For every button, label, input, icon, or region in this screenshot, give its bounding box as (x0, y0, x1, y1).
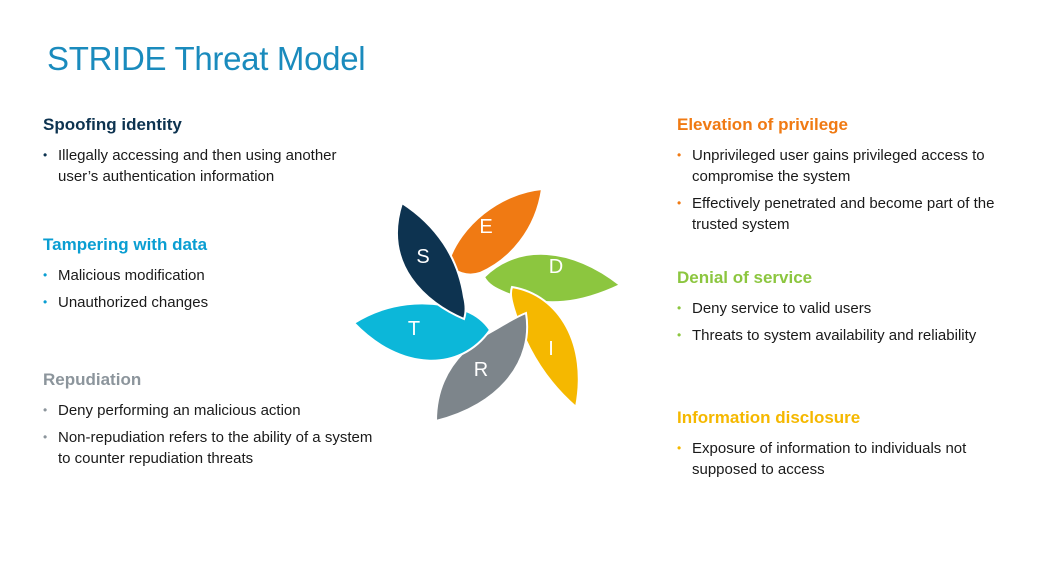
list-item: •Threats to system availability and reli… (677, 327, 977, 344)
repudiation-list: •Deny performing an malicious action •No… (43, 400, 373, 469)
bullet-icon: • (43, 268, 48, 282)
section-spoofing: Spoofing identity •Illegally accessing a… (43, 115, 373, 193)
tampering-heading: Tampering with data (43, 235, 208, 254)
petal-e-letter: E (479, 216, 492, 238)
bullet-icon: • (677, 441, 682, 455)
bullet-icon: • (677, 196, 682, 210)
bullet-icon: • (43, 295, 48, 309)
list-item: •Unauthorized changes (43, 294, 209, 311)
repudiation-heading: Repudiation (43, 370, 142, 389)
petal-i-letter: I (548, 338, 554, 360)
list-item: •Exposure of information to individuals … (677, 440, 967, 478)
list-item: •Illegally accessing and then using anot… (43, 147, 337, 185)
bullet-icon: • (43, 430, 48, 444)
section-repudiation: Repudiation •Deny performing an maliciou… (43, 370, 373, 475)
bullet-icon: • (677, 301, 682, 315)
elevation-list: •Unprivileged user gains privileged acce… (677, 145, 1007, 235)
petal-s (396, 201, 467, 321)
section-tampering: Tampering with data •Malicious modificat… (43, 235, 373, 319)
denial-heading: Denial of service (677, 268, 813, 287)
spoofing-heading: Spoofing identity (43, 115, 182, 134)
list-item: •Non-repudiation refers to the ability o… (43, 429, 373, 467)
petal-i (509, 285, 580, 409)
stride-pinwheel-diagram: E D I R T S (352, 187, 622, 423)
spoofing-list: •Illegally accessing and then using anot… (43, 145, 373, 187)
denial-list: •Deny service to valid users •Threats to… (677, 298, 1017, 346)
bullet-icon: • (43, 403, 48, 417)
bullet-icon: • (677, 328, 682, 342)
petal-r (434, 311, 529, 423)
list-item: •Malicious modification (43, 267, 205, 284)
petal-r-letter: R (474, 359, 488, 381)
section-elevation: Elevation of privilege •Unprivileged use… (677, 115, 1007, 241)
list-item: •Deny service to valid users (677, 300, 872, 317)
list-item: •Unprivileged user gains privileged acce… (677, 147, 985, 185)
section-disclosure: Information disclosure •Exposure of info… (677, 408, 1007, 486)
petal-t-letter: T (408, 318, 420, 340)
petal-e (446, 187, 544, 276)
petal-s-letter: S (416, 246, 429, 268)
tampering-list: •Malicious modification •Unauthorized ch… (43, 265, 373, 313)
list-item: •Deny performing an malicious action (43, 402, 301, 419)
disclosure-list: •Exposure of information to individuals … (677, 438, 1007, 480)
list-item: •Effectively penetrated and become part … (677, 195, 995, 233)
slide-title: STRIDE Threat Model (47, 40, 366, 77)
section-denial: Denial of service •Deny service to valid… (677, 268, 1017, 352)
elevation-heading: Elevation of privilege (677, 115, 848, 134)
disclosure-heading: Information disclosure (677, 408, 861, 427)
petal-d-letter: D (549, 256, 563, 278)
bullet-icon: • (677, 148, 682, 162)
bullet-icon: • (43, 148, 48, 162)
petal-t (352, 302, 492, 362)
